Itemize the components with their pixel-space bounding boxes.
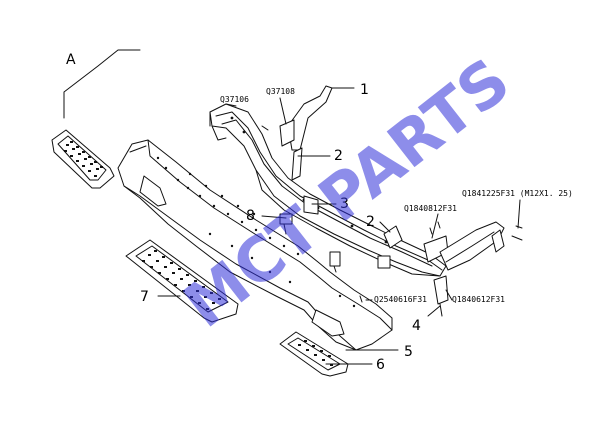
part-code-q37106: Q37106 (220, 95, 249, 104)
step-pad-small (51, 129, 115, 189)
callout-2-upper: 2 (334, 148, 343, 164)
part-code-labels: Q37106 Q37108 Q1840812F31 Q1841225F31 (M… (220, 87, 573, 304)
callout-4: 4 (412, 318, 421, 334)
callout-3: 3 (340, 196, 349, 212)
leader-lines (157, 87, 521, 365)
callout-labels: 1 2 3 8 2 7 4 5 6 (140, 82, 421, 373)
part-code-q2540616f31: Q2540616F31 (374, 295, 427, 304)
callout-2-lower: 2 (366, 214, 375, 230)
mount-bracket-right (383, 221, 505, 305)
callout-7: 7 (140, 289, 149, 305)
bracket-3 (303, 195, 319, 215)
view-label: A (66, 52, 76, 68)
view-a-leader: A (63, 49, 141, 119)
callout-1: 1 (360, 82, 369, 98)
part-code-q1840812f31: Q1840812F31 (404, 204, 457, 213)
step-pad-large (125, 239, 239, 323)
part-code-q1840612f31: Q1840612F31 (452, 295, 505, 304)
fasteners (261, 125, 523, 317)
strut-2-upper (291, 147, 303, 181)
bracket-1 (279, 85, 333, 151)
rear-bumper-shell (117, 139, 393, 351)
step-pad-right (279, 331, 349, 377)
callout-8: 8 (246, 208, 255, 224)
part-code-q1841225f31: Q1841225F31 (M12X1. 25) (462, 189, 573, 198)
rear-frame-beam (209, 103, 447, 277)
callout-6: 6 (376, 357, 385, 373)
part-code-q37108: Q37108 (266, 87, 295, 96)
callout-5: 5 (404, 344, 413, 360)
